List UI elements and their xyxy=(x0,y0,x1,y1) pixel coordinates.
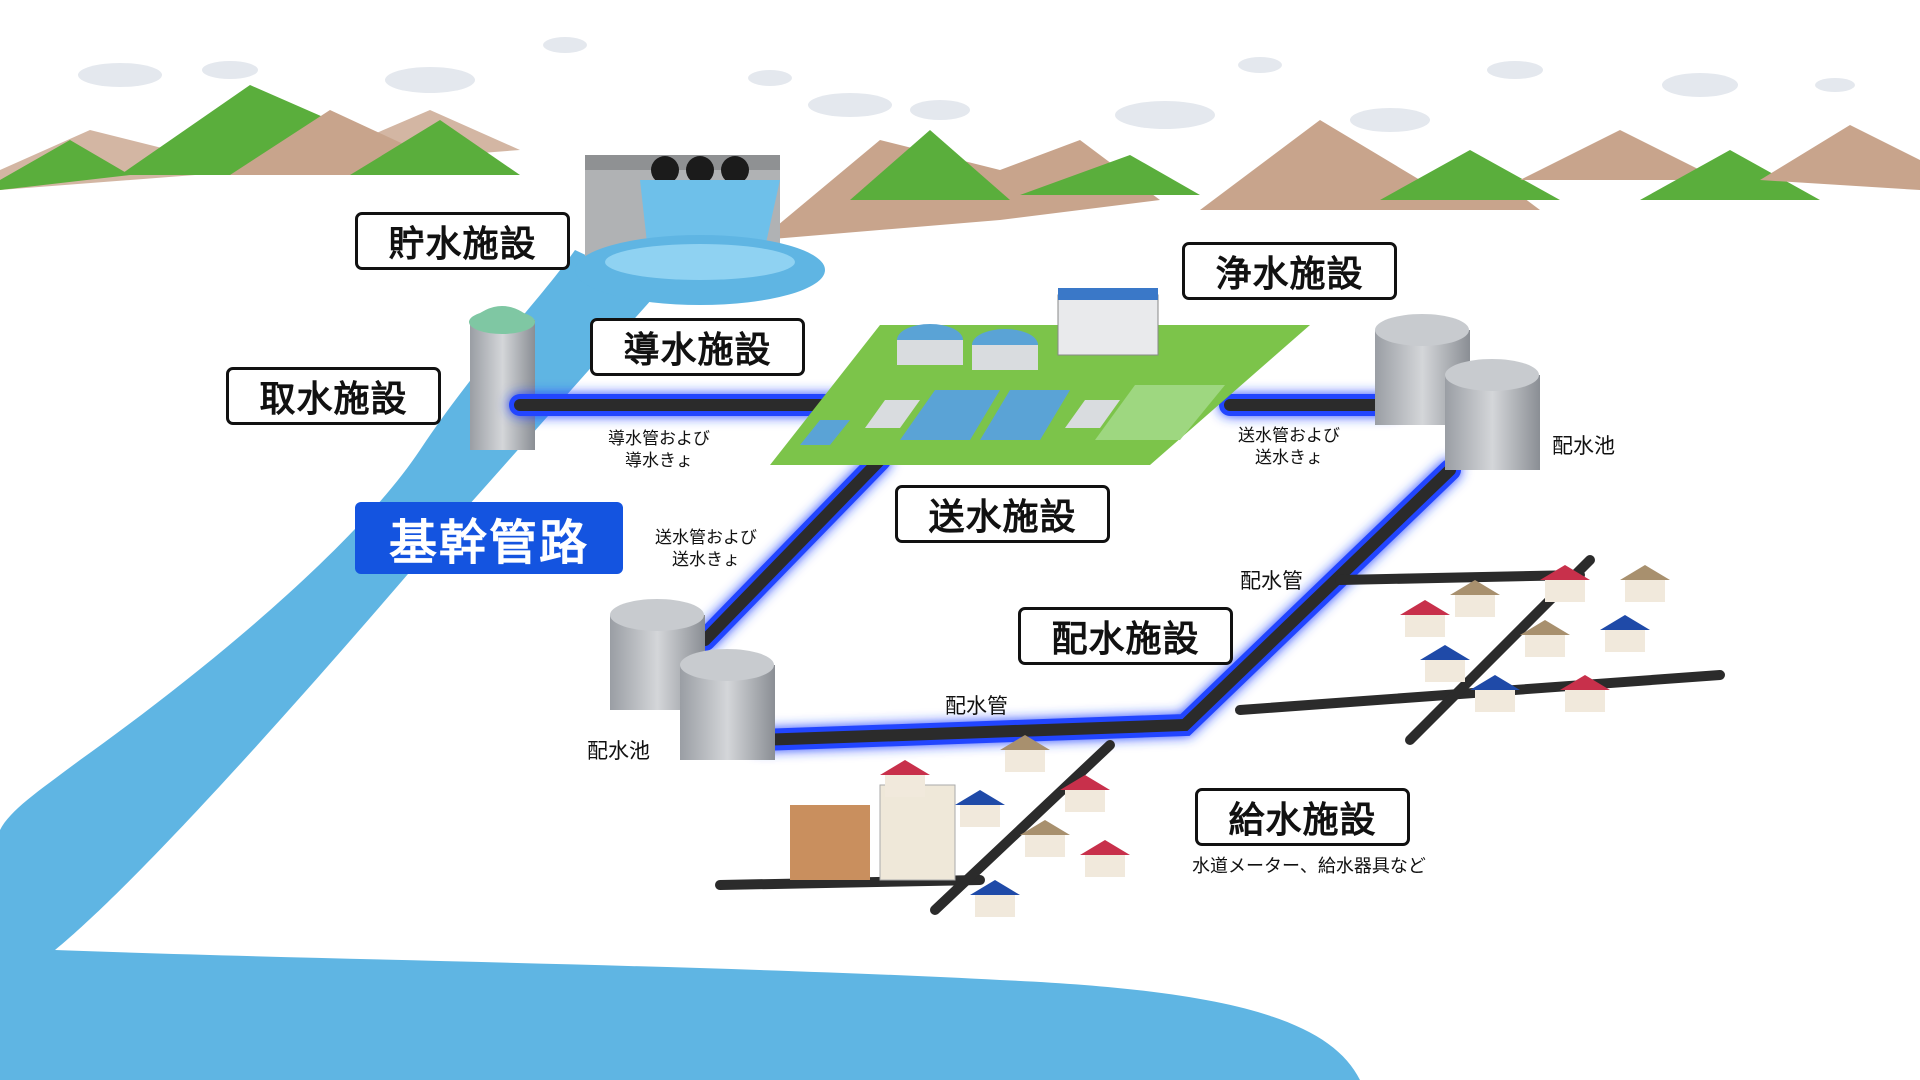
note-reservoir-left: 配水池 xyxy=(587,739,650,763)
note-supply-detail: 水道メーター、給水器具など xyxy=(1192,856,1426,877)
note-distribution-pipe-lower: 配水管 xyxy=(945,694,1008,718)
label-storage: 貯水施設 xyxy=(355,212,570,270)
label-trunk: 基幹管路 xyxy=(355,502,623,574)
label-transmission: 送水施設 xyxy=(895,485,1110,543)
note-distribution-pipe-upper: 配水管 xyxy=(1240,569,1303,593)
reservoir-right xyxy=(1375,314,1540,470)
note-transmission-pipe-left: 送水管および 送水きょ xyxy=(655,528,757,571)
label-supply: 給水施設 xyxy=(1195,788,1410,846)
label-intake: 取水施設 xyxy=(226,367,441,425)
clouds xyxy=(78,37,1855,132)
mountains xyxy=(0,85,1920,240)
houses xyxy=(880,565,1670,917)
intake-tower xyxy=(469,306,535,450)
dam xyxy=(575,155,825,305)
trunk-pipelines xyxy=(509,394,1461,751)
river xyxy=(0,250,1360,1080)
label-distribution: 配水施設 xyxy=(1018,607,1233,665)
note-transmission-pipe-right: 送水管および 送水きょ xyxy=(1238,426,1340,469)
buildings xyxy=(790,784,956,881)
note-conveyance-pipe: 導水管および 導水きょ xyxy=(608,429,710,472)
note-reservoir-right: 配水池 xyxy=(1552,434,1615,458)
purification-plant xyxy=(770,288,1310,465)
label-purification: 浄水施設 xyxy=(1182,242,1397,300)
reservoir-left xyxy=(610,599,775,760)
label-conveyance: 導水施設 xyxy=(590,318,805,376)
